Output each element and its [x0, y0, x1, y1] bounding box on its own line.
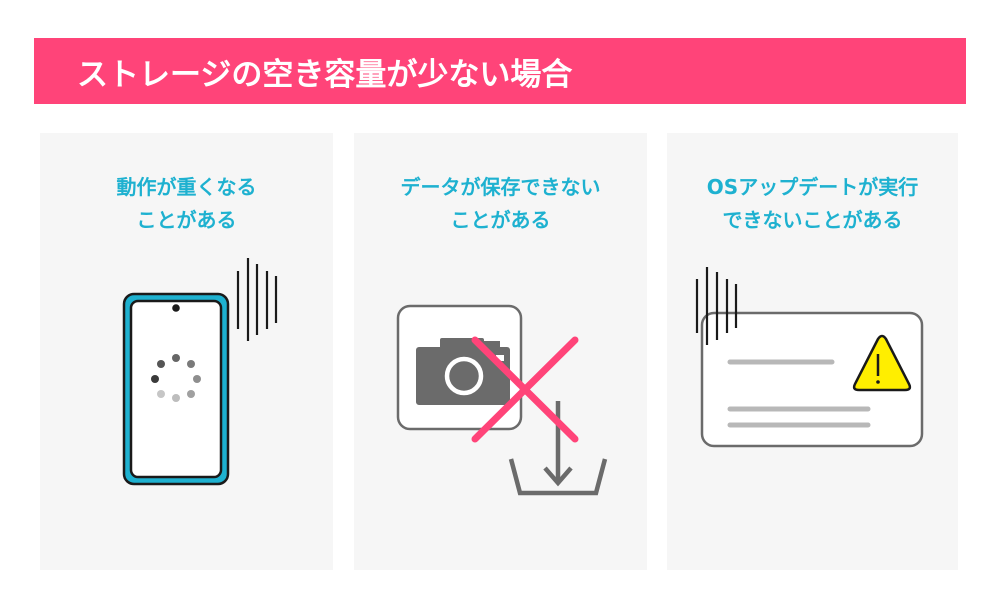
title-banner: ストレージの空き容量が少ない場合 — [34, 38, 966, 104]
panel-cannot-update-os: OSアップデートが実行 できないことがある — [667, 133, 958, 570]
panel-slow-performance: 動作が重くなる ことがある — [40, 133, 333, 570]
camera-save-failed-icon — [396, 304, 608, 496]
smartphone-loading-icon — [122, 258, 278, 486]
caption-line-2: ことがある — [136, 208, 237, 232]
caption-line-1: 動作が重くなる — [116, 175, 257, 199]
caption-line-2: ことがある — [450, 208, 551, 232]
caption-line-2: できないことがある — [722, 208, 903, 232]
panel-cannot-save-data: データが保存できない ことがある — [354, 133, 647, 570]
panel-caption: データが保存できない ことがある — [354, 171, 647, 237]
update-warning-dialog-icon — [695, 267, 924, 448]
page-title: ストレージの空き容量が少ない場合 — [77, 56, 573, 93]
panel-caption: 動作が重くなる ことがある — [40, 171, 333, 237]
warning-icon — [852, 334, 912, 392]
download-tray-icon — [508, 401, 608, 496]
camera-icon — [416, 338, 510, 405]
panel-caption: OSアップデートが実行 できないことがある — [667, 171, 958, 237]
cross-icon — [471, 336, 579, 443]
caption-line-1: OSアップデートが実行 — [706, 175, 919, 199]
caption-line-1: データが保存できない — [400, 175, 601, 199]
